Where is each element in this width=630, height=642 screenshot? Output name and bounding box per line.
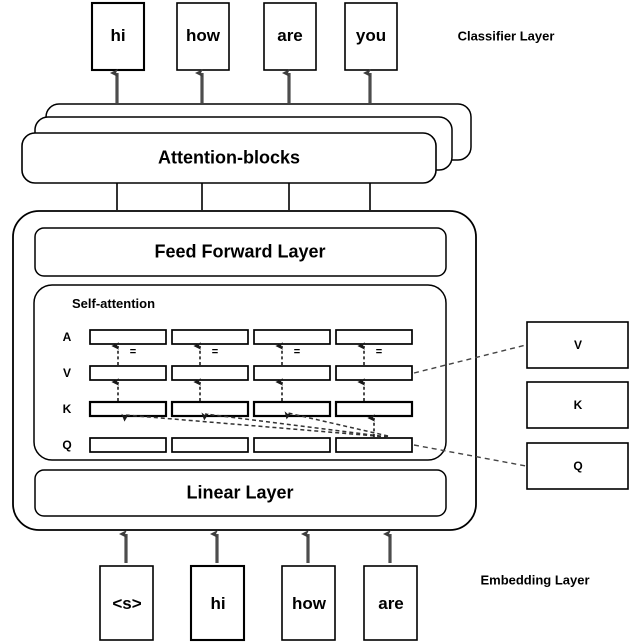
embedding-input-arrows [119, 530, 392, 563]
input-token-boxes [99, 564, 418, 642]
query-key-attention-arrows [121, 411, 389, 438]
body-to-attention-connectors [116, 183, 371, 210]
side-vkq-boxes [526, 321, 629, 490]
matrix-cell-boxes [88, 329, 414, 453]
output-token-boxes [90, 1, 398, 72]
feed-forward-layer-box [34, 227, 447, 277]
attention-blocks-stack [21, 103, 472, 184]
side-box-connectors [413, 344, 527, 467]
linear-layer-box [34, 469, 447, 517]
classifier-output-arrows [110, 69, 372, 103]
